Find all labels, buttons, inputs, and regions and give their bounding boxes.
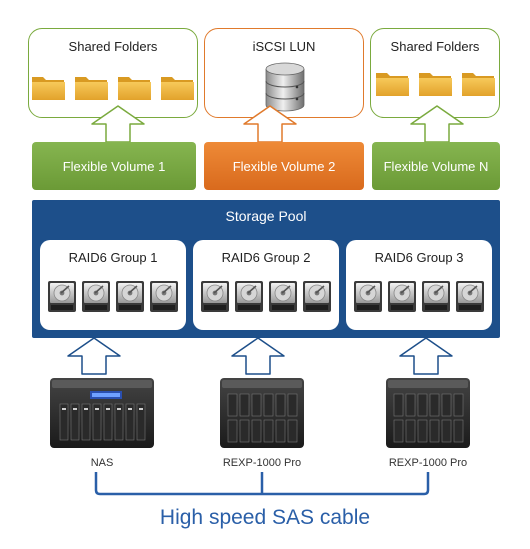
arrow-up-icon bbox=[240, 104, 300, 144]
folder-row bbox=[371, 69, 499, 97]
database-icon bbox=[265, 62, 305, 112]
hard-disk-icon bbox=[455, 280, 485, 313]
arrow-up-icon bbox=[64, 336, 124, 376]
expansion-unit-icon bbox=[386, 378, 470, 448]
sas-cable-bracket bbox=[94, 472, 430, 496]
nas-server-icon bbox=[50, 378, 154, 448]
arrow-up-icon bbox=[407, 104, 467, 144]
flexible-volume-2: Flexible Volume 2 bbox=[204, 142, 364, 190]
sas-cable-label: High speed SAS cable bbox=[159, 506, 371, 529]
folder-row bbox=[29, 73, 197, 101]
hard-disk-icon bbox=[387, 280, 417, 313]
arrow-up-icon bbox=[396, 336, 456, 376]
storage-pool: Storage Pool RAID6 Group 1 RAID6 Group 2… bbox=[32, 200, 500, 338]
device-label-rexp-2: REXP-1000 Pro bbox=[388, 457, 468, 469]
shared-folders-title: Shared Folders bbox=[390, 39, 480, 54]
hard-disk-icon bbox=[302, 280, 332, 313]
raid-group-label: RAID6 Group 2 bbox=[221, 250, 311, 265]
arrow-up-icon bbox=[88, 104, 148, 144]
disk-row bbox=[346, 280, 492, 313]
disk-row bbox=[193, 280, 339, 313]
storage-pool-title: Storage Pool bbox=[225, 208, 307, 224]
hard-disk-icon bbox=[149, 280, 179, 313]
hard-disk-icon bbox=[234, 280, 264, 313]
raid-group-3: RAID6 Group 3 bbox=[346, 240, 492, 330]
folder-icon bbox=[31, 73, 66, 101]
shared-folders-box-2: Shared Folders bbox=[370, 28, 500, 118]
disk-row bbox=[40, 280, 186, 313]
hard-disk-icon bbox=[421, 280, 451, 313]
hard-disk-icon bbox=[268, 280, 298, 313]
arrow-up-icon bbox=[228, 336, 288, 376]
folder-icon bbox=[74, 73, 109, 101]
hard-disk-icon bbox=[115, 280, 145, 313]
hard-disk-icon bbox=[200, 280, 230, 313]
raid-group-2: RAID6 Group 2 bbox=[193, 240, 339, 330]
flexible-volume-1: Flexible Volume 1 bbox=[32, 142, 196, 190]
shared-folders-box-1: Shared Folders bbox=[28, 28, 198, 118]
folder-icon bbox=[375, 69, 410, 97]
device-label-rexp-1: REXP-1000 Pro bbox=[222, 457, 302, 469]
hard-disk-icon bbox=[47, 280, 77, 313]
expansion-unit-icon bbox=[220, 378, 304, 448]
folder-icon bbox=[160, 73, 195, 101]
folder-icon bbox=[418, 69, 453, 97]
raid-group-label: RAID6 Group 1 bbox=[68, 250, 158, 265]
hard-disk-icon bbox=[353, 280, 383, 313]
flexible-volume-n: Flexible Volume N bbox=[372, 142, 500, 190]
hard-disk-icon bbox=[81, 280, 111, 313]
raid-group-label: RAID6 Group 3 bbox=[374, 250, 464, 265]
folder-icon bbox=[461, 69, 496, 97]
iscsi-lun-box: iSCSI LUN bbox=[204, 28, 364, 118]
iscsi-lun-title: iSCSI LUN bbox=[252, 39, 316, 54]
shared-folders-title: Shared Folders bbox=[68, 39, 158, 54]
device-label-nas: NAS bbox=[90, 457, 114, 469]
folder-icon bbox=[117, 73, 152, 101]
raid-group-1: RAID6 Group 1 bbox=[40, 240, 186, 330]
